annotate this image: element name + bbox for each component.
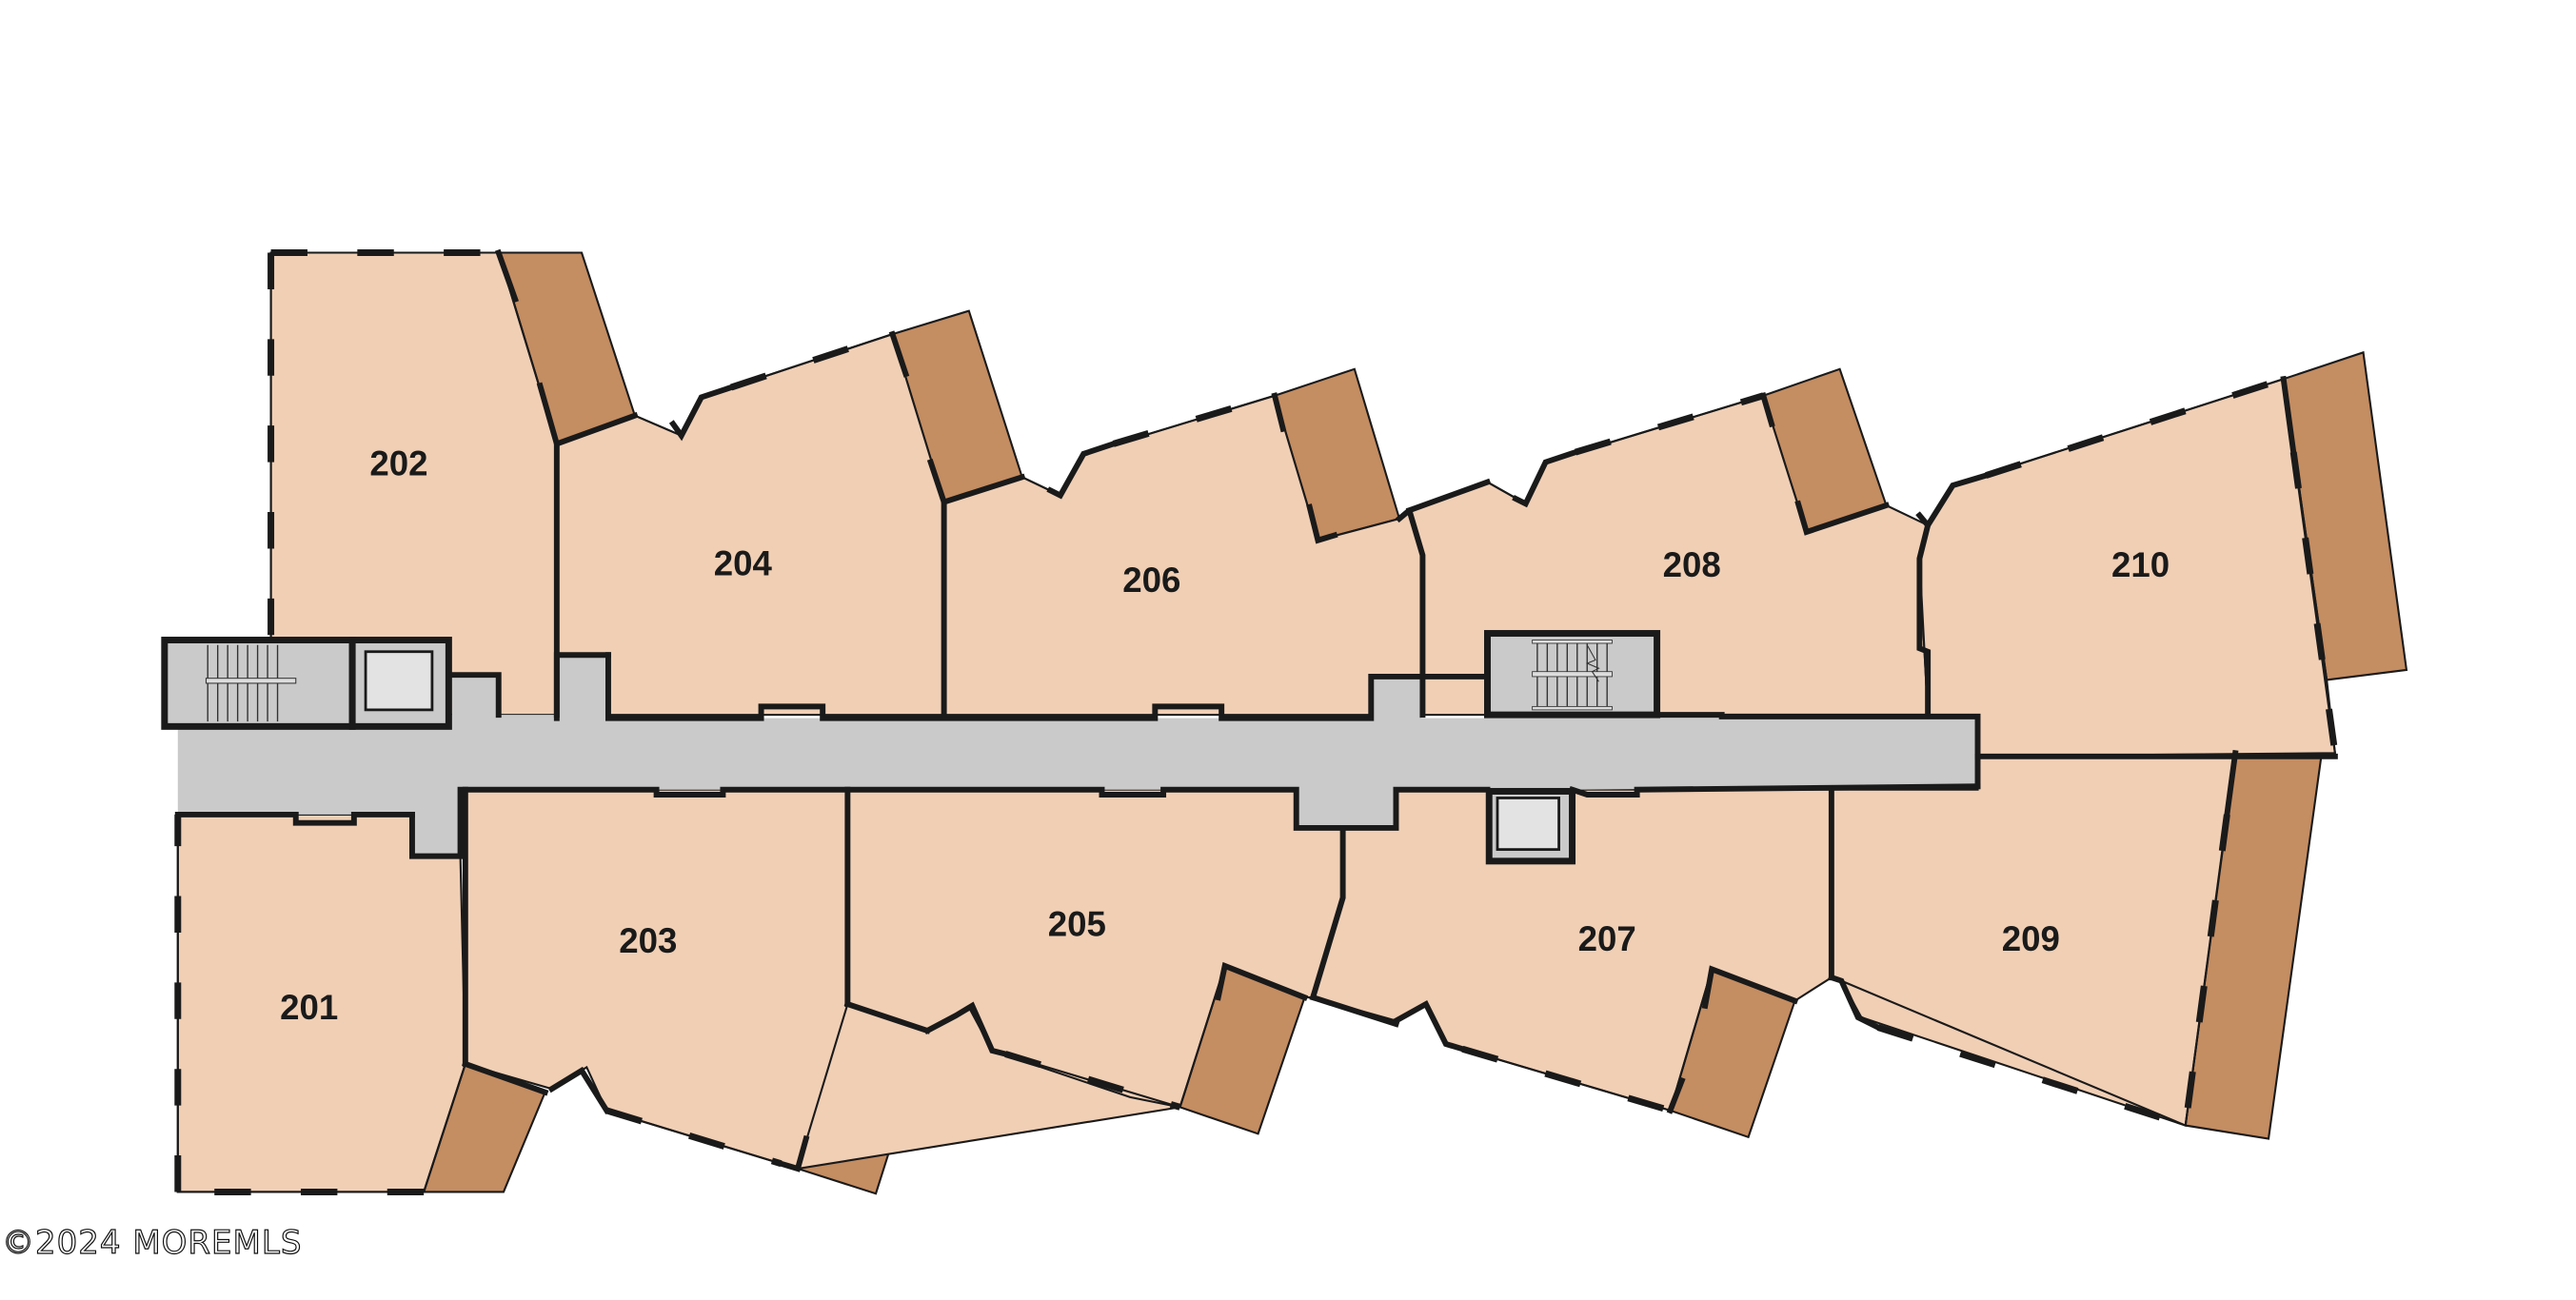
stair-treads-west (205, 644, 297, 722)
units (176, 251, 2337, 1193)
elevator-west (364, 650, 434, 712)
unit-label-205: 205 (1048, 904, 1106, 943)
unit-label-202: 202 (369, 444, 427, 483)
unit-label-206: 206 (1122, 561, 1180, 600)
exterior-walls (174, 248, 2339, 1195)
unit-label-204: 204 (714, 543, 773, 582)
unit-label-208: 208 (1663, 545, 1721, 584)
elevator-east (1496, 797, 1560, 852)
copyright-watermark: ©2024 MOREMLS (1, 1223, 303, 1262)
unit-label-209: 209 (2002, 919, 2060, 958)
unit-label-207: 207 (1578, 919, 1636, 958)
unit-labels: 202 204 206 208 210 201 203 205 207 209 (280, 444, 2170, 1027)
stair-treads-east (1532, 640, 1613, 711)
interior-walls (174, 441, 2338, 1067)
unit-label-210: 210 (2111, 545, 2170, 584)
stairwell-east (1484, 630, 1661, 719)
unit-label-203: 203 (619, 921, 677, 960)
corridor-and-cores (161, 630, 1978, 865)
unit-label-201: 201 (280, 988, 338, 1027)
